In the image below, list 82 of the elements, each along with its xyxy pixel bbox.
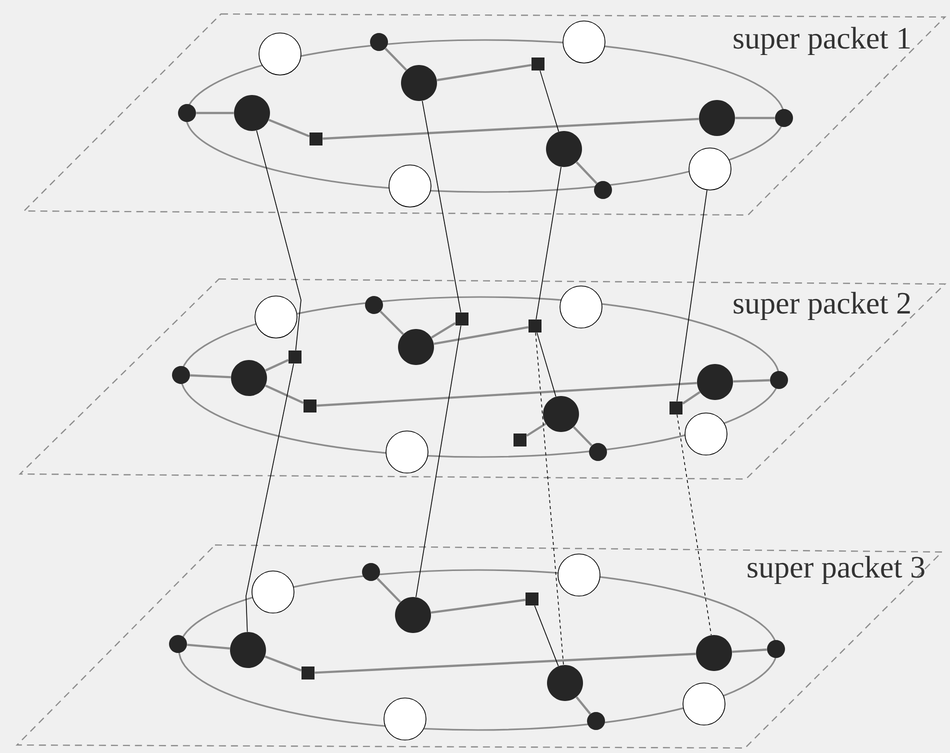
open-circle	[384, 698, 426, 740]
connector-line	[264, 655, 302, 672]
connector-line	[676, 190, 708, 402]
connector-line	[535, 332, 564, 666]
small-square	[526, 592, 538, 606]
filled-circle	[546, 131, 582, 167]
open-circle	[388, 164, 432, 208]
connector-line	[682, 391, 700, 404]
connector-line	[256, 130, 302, 351]
small-dot	[589, 443, 607, 461]
connector-line	[526, 422, 546, 437]
filled-circle	[401, 65, 437, 101]
connector-line	[576, 696, 592, 715]
connector-line	[190, 374, 231, 378]
small-square	[670, 402, 682, 414]
small-dot	[370, 33, 388, 51]
filled-circle	[398, 329, 434, 365]
connector-line	[540, 70, 560, 132]
connector-line	[536, 332, 556, 397]
open-circle	[562, 20, 606, 64]
small-dot	[172, 366, 190, 384]
small-dot	[767, 640, 785, 658]
connector-line	[416, 325, 462, 598]
small-dot	[594, 181, 612, 199]
connector-line	[534, 605, 559, 666]
connector-line	[436, 64, 532, 82]
small-square	[304, 400, 316, 412]
connector-line	[733, 379, 770, 383]
connector-line	[322, 118, 699, 140]
small-square	[302, 666, 314, 680]
filled-circle	[699, 100, 735, 136]
connector-line	[422, 100, 462, 313]
connector-line	[376, 578, 402, 603]
connector-line	[572, 426, 592, 446]
filled-circle	[234, 95, 270, 131]
small-dot	[770, 371, 788, 389]
connector-line	[434, 326, 528, 345]
small-dot	[362, 563, 380, 581]
filled-circle	[697, 364, 733, 400]
connector-line	[187, 644, 230, 650]
connector-line	[676, 414, 712, 636]
open-circle	[558, 554, 600, 596]
connector-line	[735, 116, 775, 120]
small-dot	[587, 712, 605, 730]
filled-circle	[395, 597, 431, 633]
connector-line	[268, 118, 310, 138]
connector-line	[576, 161, 598, 184]
filled-circle	[230, 632, 266, 668]
open-circle	[258, 32, 302, 76]
connector-line	[246, 363, 294, 632]
small-dot	[365, 296, 383, 314]
connector-line	[316, 382, 697, 407]
small-square	[532, 58, 544, 70]
connector-line	[196, 112, 234, 114]
connector-line	[265, 359, 289, 372]
connector-line	[732, 648, 767, 653]
filled-circle	[543, 396, 579, 432]
filled-circle	[231, 360, 267, 396]
open-circle	[684, 412, 728, 456]
open-circle	[682, 682, 726, 726]
connector-line	[314, 652, 696, 674]
small-square	[514, 434, 526, 446]
open-circle	[386, 430, 428, 474]
small-square	[456, 312, 468, 326]
small-dot	[178, 104, 196, 122]
small-dot	[169, 635, 187, 653]
open-circle	[688, 148, 732, 190]
filled-circle	[547, 665, 583, 701]
open-circle	[252, 570, 294, 614]
connector-line	[536, 166, 562, 320]
open-circle	[560, 286, 602, 328]
small-dot	[775, 109, 793, 127]
connector-line	[430, 598, 526, 614]
small-square	[528, 320, 542, 332]
connector-line	[265, 384, 304, 404]
connector-line	[384, 48, 408, 71]
connector-line	[430, 322, 456, 338]
small-square	[288, 350, 302, 364]
connector-line	[380, 310, 404, 335]
filled-circle	[696, 635, 732, 671]
small-square	[310, 132, 322, 146]
open-circle	[254, 296, 298, 338]
